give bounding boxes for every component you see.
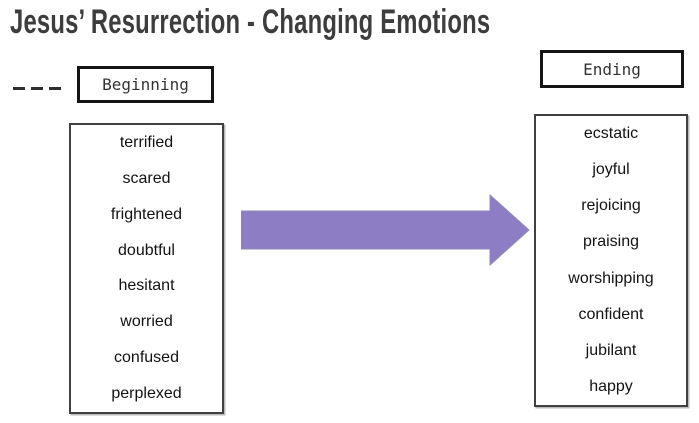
ending-emotion-item: ecstatic bbox=[583, 125, 639, 143]
beginning-emotion-item: confused bbox=[114, 349, 179, 367]
right-arrow-icon bbox=[241, 194, 530, 266]
beginning-emotion-item: terrified bbox=[119, 133, 174, 151]
dashed-line-marks bbox=[13, 87, 61, 90]
beginning-label-box: Beginning bbox=[77, 66, 214, 103]
beginning-label: Beginning bbox=[102, 75, 189, 94]
ending-label: Ending bbox=[583, 59, 641, 79]
ending-emotion-item: rejoicing bbox=[581, 197, 641, 215]
dash-segment bbox=[49, 87, 61, 90]
ending-emotion-item: jubilant bbox=[585, 341, 637, 359]
beginning-emotion-item: doubtful bbox=[118, 241, 175, 259]
ending-label-box: Ending bbox=[540, 50, 684, 88]
beginning-emotions-box: terrified scared frightened doubtful hes… bbox=[69, 123, 224, 414]
beginning-emotion-item: perplexed bbox=[111, 385, 182, 403]
ending-emotion-item: confident bbox=[578, 305, 644, 323]
beginning-emotion-item: scared bbox=[122, 169, 171, 187]
dash-segment bbox=[31, 87, 43, 90]
ending-emotion-item: joyful bbox=[592, 161, 630, 179]
ending-emotion-item: praising bbox=[582, 233, 640, 251]
slide-title: Jesus’ Resurrection - Changing Emotions bbox=[10, 3, 491, 41]
beginning-emotion-item: worried bbox=[120, 313, 173, 331]
beginning-emotion-item: hesitant bbox=[118, 277, 175, 295]
beginning-emotion-item: frightened bbox=[110, 205, 183, 223]
ending-emotion-item: happy bbox=[589, 377, 633, 395]
right-arrow-shape bbox=[241, 194, 530, 266]
ending-emotions-box: ecstatic joyful rejoicing praising worsh… bbox=[534, 114, 688, 407]
ending-emotion-item: worshipping bbox=[568, 269, 654, 287]
dash-segment bbox=[13, 87, 25, 90]
